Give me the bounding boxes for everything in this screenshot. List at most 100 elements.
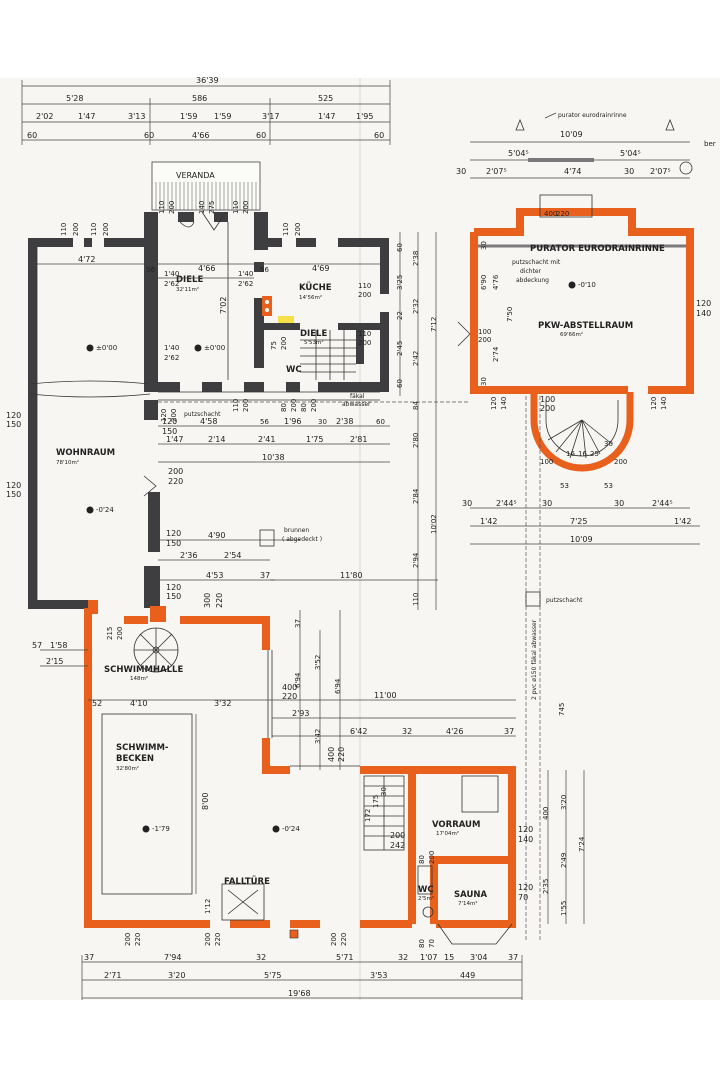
dim-pkw-d3: 10'09 bbox=[570, 535, 593, 544]
dim-b1-32a: 32 bbox=[256, 953, 266, 962]
dim-wall-l: 200 bbox=[294, 223, 302, 236]
dim-stair-30: 30 bbox=[604, 440, 613, 448]
dim-b1-107: 1'07 bbox=[420, 953, 437, 962]
dim-mid-120: 120 bbox=[162, 417, 177, 426]
dim-pkw-r3-e: 2'07⁵ bbox=[650, 167, 671, 176]
dim-top-r3-e: 60 bbox=[374, 131, 384, 140]
dim-pkw-r3-c: 4'74 bbox=[564, 167, 581, 176]
hall-stairs bbox=[363, 775, 405, 851]
dim-diele-door-b: 200 bbox=[358, 339, 371, 347]
level-pkw: -0'10 bbox=[578, 281, 596, 289]
dim-mid-door-c: 110 bbox=[232, 399, 240, 412]
pkw-abstellraum: PURATOR EURODRAINRINNE putzschacht mit d… bbox=[457, 194, 711, 413]
dim-pkw-left-750: 7'50 bbox=[506, 307, 514, 322]
dim-mid-238: 2'38 bbox=[336, 417, 353, 426]
dim-mid-150: 150 bbox=[162, 427, 177, 436]
dim-mid-147: 1'47 bbox=[166, 435, 183, 444]
dim-469: 4'69 bbox=[312, 264, 329, 273]
dim-top-r3-a: 60 bbox=[27, 131, 37, 140]
area-diele-main: 32'11m² bbox=[176, 286, 199, 293]
dim-door400b-b: 220 bbox=[337, 747, 346, 762]
label-wc-top: WC bbox=[286, 365, 302, 375]
dim-wall-h: 275 bbox=[208, 201, 216, 214]
dim-pkw-top: 10'09 bbox=[560, 130, 583, 139]
dim-453-37: 37 bbox=[260, 571, 270, 580]
drain-pipe: putzschacht 2 pvc ø150 fäkal abwasser bbox=[525, 396, 583, 940]
dim-pkw-d2-a: 1'42 bbox=[480, 517, 497, 526]
label-veranda: VERANDA bbox=[176, 171, 215, 180]
note-abwasser: abwasser bbox=[342, 401, 371, 408]
dim-diele-door-a: 110 bbox=[358, 330, 371, 338]
level-wohn: ±0'00 bbox=[96, 344, 117, 352]
dim-v-1002: 10'02 bbox=[430, 514, 438, 534]
dim-kueche-door-a: 110 bbox=[358, 282, 371, 290]
dim-b1-37b: 37 bbox=[508, 953, 518, 962]
dim-mid-196: 1'96 bbox=[284, 417, 301, 426]
dim-sauna-right-b: 70 bbox=[518, 893, 528, 902]
dim-vs-694a: 6'94 bbox=[294, 672, 302, 688]
label-kueche: KÜCHE bbox=[299, 282, 332, 293]
dim-pkw-d1-c: 30 bbox=[542, 499, 552, 508]
dim-stair-25: 25 bbox=[590, 450, 599, 458]
dim-v-232: 2'32 bbox=[412, 299, 420, 314]
dim-pkw-b-c: 120 bbox=[650, 397, 658, 410]
dim-r453-120: 120 bbox=[166, 583, 181, 592]
dim-v-245: 2'45 bbox=[396, 341, 404, 356]
dim-wall-k: 110 bbox=[282, 223, 290, 236]
spiral-stair bbox=[133, 627, 179, 673]
level-markers: ±0'00 ±0'00 -0'24 -0'10 -1'79 -0'24 bbox=[86, 281, 596, 833]
dim-left-120b: 120 bbox=[6, 481, 21, 490]
dim-left-158: 1'58 bbox=[50, 641, 67, 650]
dim-b2-271: 2'71 bbox=[104, 971, 121, 980]
dim-bd-200a: 200 bbox=[124, 933, 132, 946]
area-diele-small: 5'53m² bbox=[304, 339, 324, 346]
dim-v-60b: 60 bbox=[396, 379, 404, 388]
note-putzschacht-mid: putzschacht bbox=[546, 597, 583, 604]
dim-wall-j: 200 bbox=[242, 201, 250, 214]
house-vertical-dimensions: 60 2'38 3'25 22 2'32 2'45 2'42 60 7'12 8… bbox=[396, 232, 438, 610]
dim-bd-200c: 200 bbox=[330, 933, 338, 946]
dim-mid-60: 60 bbox=[376, 418, 385, 426]
dim-kueche-door-b: 200 bbox=[358, 291, 371, 299]
dim-v-712: 7'12 bbox=[430, 317, 438, 332]
dim-pkw-right-a: 120 bbox=[696, 299, 711, 308]
dim-mid-30: 30 bbox=[318, 418, 327, 426]
north-arrow-2 bbox=[665, 118, 675, 131]
dim-wall-g: 140 bbox=[198, 201, 206, 214]
dim-mid2-150: 150 bbox=[166, 539, 181, 548]
level-hall: -0'24 bbox=[282, 825, 300, 833]
dim-140-c: 1'40 bbox=[164, 344, 179, 352]
north-arrow-1 bbox=[515, 118, 525, 131]
label-schwimmhalle: SCHWIMMHALLE bbox=[104, 665, 183, 675]
dim-pkw-d2-b: 7'25 bbox=[570, 517, 587, 526]
dim-top-r2-g: 1'47 bbox=[318, 112, 335, 121]
dim-pkw-b-b: 140 bbox=[500, 397, 508, 410]
dim-bd-220c: 220 bbox=[340, 933, 348, 946]
note-fakal: fäkal bbox=[350, 393, 365, 400]
dim-stair-100: 100 bbox=[540, 458, 553, 466]
dim-b1-37a: 37 bbox=[84, 953, 94, 962]
dim-top-r3-b: 60 bbox=[144, 131, 154, 140]
dim-stair-53b: 53 bbox=[604, 482, 613, 490]
note-purator-top: purator eurodrainrinne bbox=[558, 112, 627, 119]
middle-dimensions: 120 200 110 200 80 200 80 200 putzschach… bbox=[143, 393, 470, 601]
house-dimensions: 110 200 110 200 110 200 140 275 110 200 … bbox=[37, 201, 380, 362]
right-vertical-dimensions: 745 400 3'20 2'49 7'24 2'35 1'55 bbox=[542, 703, 586, 924]
dim-702: 7'02 bbox=[219, 297, 228, 314]
dim-wc-door-a: 80 bbox=[418, 855, 426, 864]
dim-490: 4'90 bbox=[208, 531, 225, 540]
dim-top-r3-d: 60 bbox=[256, 131, 266, 140]
dim-vs-694b: 6'94 bbox=[334, 678, 342, 694]
dim-pkw-door-l-b: 200 bbox=[478, 336, 491, 344]
dim-bot-total: 19'68 bbox=[288, 989, 311, 998]
dim-r410-410: 4'10 bbox=[130, 699, 147, 708]
dim-top-total: 36'39 bbox=[196, 76, 219, 85]
schwimmhalle bbox=[84, 600, 516, 928]
dim-mid-56: 56 bbox=[260, 418, 269, 426]
dim-wall-a: 110 bbox=[60, 223, 68, 236]
dim-75-200: 200 bbox=[280, 337, 288, 350]
dim-vr-right-b: 140 bbox=[518, 835, 533, 844]
dim-door400b-a: 400 bbox=[327, 747, 336, 762]
label-falltuere: FALLTÜRE bbox=[224, 876, 270, 887]
dim-mid-door-g: 80 bbox=[300, 403, 308, 412]
